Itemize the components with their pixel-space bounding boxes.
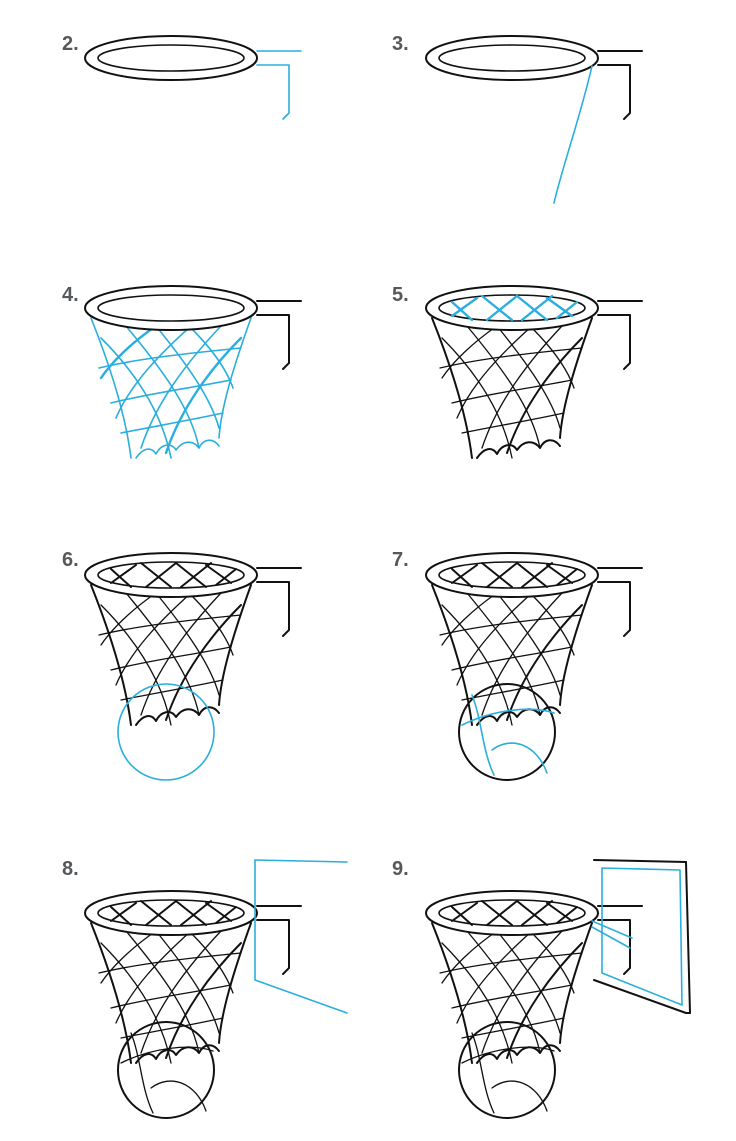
step-3-illustration [425, 35, 643, 204]
step-5-number: 5. [392, 284, 409, 306]
step-7-number: 7. [392, 549, 409, 571]
step-3-number: 3. [392, 33, 409, 55]
step-2-number: 2. [62, 33, 79, 55]
step-9-number: 9. [392, 858, 409, 880]
step-2-illustration [84, 35, 302, 120]
step-8-number: 8. [62, 858, 79, 880]
step-5-illustration [425, 285, 643, 459]
step-7-illustration [425, 552, 643, 781]
step-9-illustration [425, 859, 691, 1119]
step-8-illustration [84, 859, 348, 1119]
step-4-number: 4. [62, 284, 79, 306]
step-6-illustration [84, 552, 302, 781]
step-4-illustration [84, 285, 302, 460]
step-6-number: 6. [62, 549, 79, 571]
